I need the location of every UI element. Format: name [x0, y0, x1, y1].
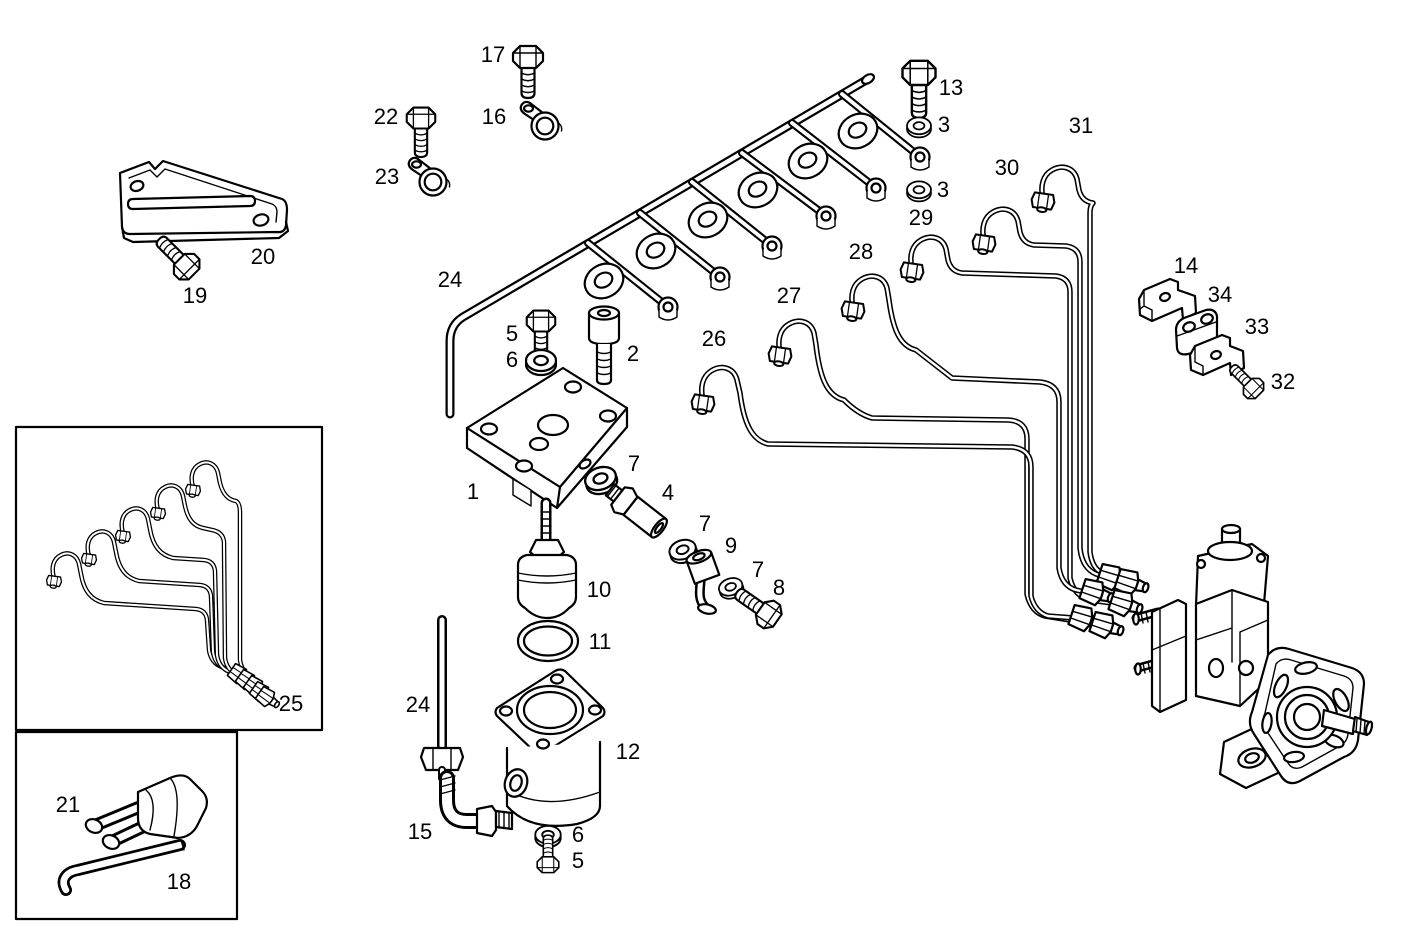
- part-callout-10: 10: [586, 577, 612, 602]
- fitting-4: [604, 483, 668, 539]
- box-21-18: [14, 730, 239, 921]
- part-callout-26: 26: [701, 326, 727, 351]
- washer-6-top: [524, 348, 558, 377]
- leak-off-rail-24: [445, 73, 931, 419]
- housing-12: [494, 668, 606, 827]
- part-callout-23: 23: [374, 164, 400, 189]
- pipe-27: [777, 320, 1097, 626]
- part-callout-9: 9: [724, 533, 738, 558]
- part-callout-19: 19: [182, 283, 208, 308]
- bolt-17: [511, 44, 545, 100]
- injection-pipes-26-31: [689, 164, 1153, 645]
- part-callout-34: 34: [1207, 282, 1233, 307]
- part-callout-22: 22: [373, 104, 399, 129]
- part-callout-32: 32: [1270, 369, 1296, 394]
- part-callout-28: 28: [848, 239, 874, 264]
- part-callout-15: 15: [407, 819, 433, 844]
- part-callout-16: 16: [481, 104, 507, 129]
- banjo-union-9: [685, 548, 721, 615]
- hose-18: [57, 839, 186, 896]
- pipe-28: [850, 275, 1087, 594]
- part-callout-30: 30: [994, 155, 1020, 180]
- clamp-23: [407, 156, 451, 197]
- part-callout-29: 29: [908, 205, 934, 230]
- connector-21: [84, 774, 208, 850]
- part-callout-13: 13: [938, 75, 964, 100]
- part-callout-1: 1: [466, 479, 480, 504]
- part-callout-21: 21: [55, 792, 81, 817]
- part-callout-3: 3: [936, 177, 950, 202]
- part-callout-7: 7: [627, 451, 641, 476]
- part-callout-2: 2: [626, 341, 640, 366]
- bolt-22: [405, 106, 437, 159]
- pipe-30: [980, 206, 1121, 584]
- part-callout-31: 31: [1068, 113, 1094, 138]
- bracket-20: [118, 159, 290, 244]
- part-callout-24: 24: [437, 267, 463, 292]
- part-callout-6: 6: [571, 822, 585, 847]
- part-callout-3: 3: [937, 112, 951, 137]
- part-callout-33: 33: [1244, 314, 1270, 339]
- part-callout-7: 7: [751, 557, 765, 582]
- part-callout-24: 24: [405, 692, 431, 717]
- part-callout-5: 5: [505, 321, 519, 346]
- plate-1: [465, 366, 629, 510]
- part-callout-7: 7: [698, 511, 712, 536]
- clamp-14: [1137, 277, 1198, 323]
- filter-10: [516, 497, 578, 620]
- o-ring-11: [516, 619, 580, 663]
- injection-pump: [1131, 523, 1374, 790]
- pipe-31: [1040, 166, 1104, 577]
- part-callout-27: 27: [776, 283, 802, 308]
- clamp-16: [519, 100, 563, 141]
- part-callout-14: 14: [1173, 253, 1199, 278]
- pipe-26: [700, 366, 1076, 620]
- banjo-bolt-13-washers-3: [901, 59, 937, 203]
- part-callout-11: 11: [588, 629, 612, 654]
- part-callout-18: 18: [166, 869, 192, 894]
- part-callout-20: 20: [250, 244, 276, 269]
- part-callout-5: 5: [571, 848, 585, 873]
- pipe-29: [909, 236, 1114, 605]
- part-callout-25: 25: [278, 691, 304, 716]
- box-25: [14, 425, 324, 732]
- bolt-19: [148, 228, 206, 286]
- part-callout-8: 8: [772, 575, 786, 600]
- part-callout-6: 6: [505, 347, 519, 372]
- socket-bolt-2: [587, 305, 621, 386]
- pipe-24-lower: [419, 615, 465, 782]
- clamp-33: [1188, 333, 1246, 377]
- part-callout-4: 4: [661, 480, 675, 505]
- part-callout-12: 12: [615, 739, 641, 764]
- elbow-fitting-15: [439, 770, 514, 838]
- pipe-28: [849, 273, 1088, 595]
- part-callout-17: 17: [480, 42, 506, 67]
- pipe-30: [981, 208, 1120, 583]
